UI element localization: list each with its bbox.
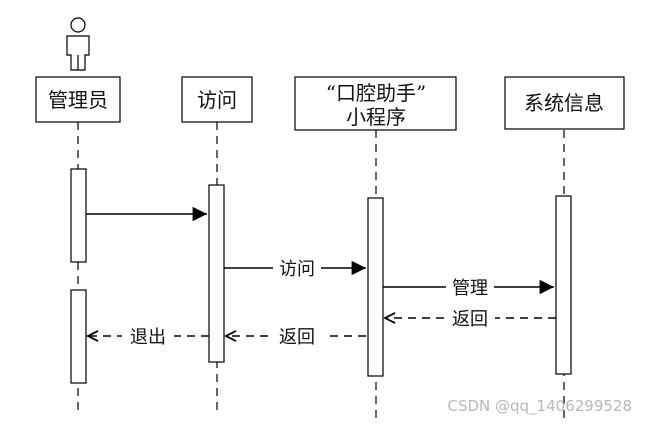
activation-system <box>555 195 572 375</box>
message-visit-to-app-label: 访问 <box>279 259 315 280</box>
participant-app-label-line2: 小程序 <box>346 105 406 129</box>
message-app-to-visit-label-bg <box>270 325 324 347</box>
message-system-to-app-label: 返回 <box>452 309 488 330</box>
participant-system-label: 系统信息 <box>524 91 604 115</box>
message-visit-to-admin-label-bg <box>122 325 174 347</box>
activation-admin-2 <box>70 289 87 384</box>
participant-app: “口腔助手” 小程序 <box>294 76 457 131</box>
participant-visit: 访问 <box>181 76 253 123</box>
message-app-to-system-label: 管理 <box>452 278 488 299</box>
message-app-to-system-label-bg <box>446 276 494 298</box>
participant-admin: 管理员 <box>35 76 121 123</box>
activation-app <box>367 197 384 377</box>
participant-visit-label: 访问 <box>197 88 237 112</box>
participant-system: 系统信息 <box>504 76 625 130</box>
message-visit-to-app-label-bg <box>273 257 321 279</box>
participant-app-label-line1: “口腔助手” <box>326 81 426 105</box>
activation-admin-1 <box>70 168 87 263</box>
message-visit-to-admin-label: 退出 <box>130 327 166 348</box>
participant-admin-label: 管理员 <box>48 88 108 112</box>
actor-person-icon <box>66 17 90 71</box>
watermark-text: CSDN @qq_1406299528 <box>447 397 632 416</box>
activation-visit <box>208 184 225 363</box>
message-app-to-visit-label: 返回 <box>279 327 315 348</box>
message-system-to-app-label-bg <box>445 307 495 329</box>
